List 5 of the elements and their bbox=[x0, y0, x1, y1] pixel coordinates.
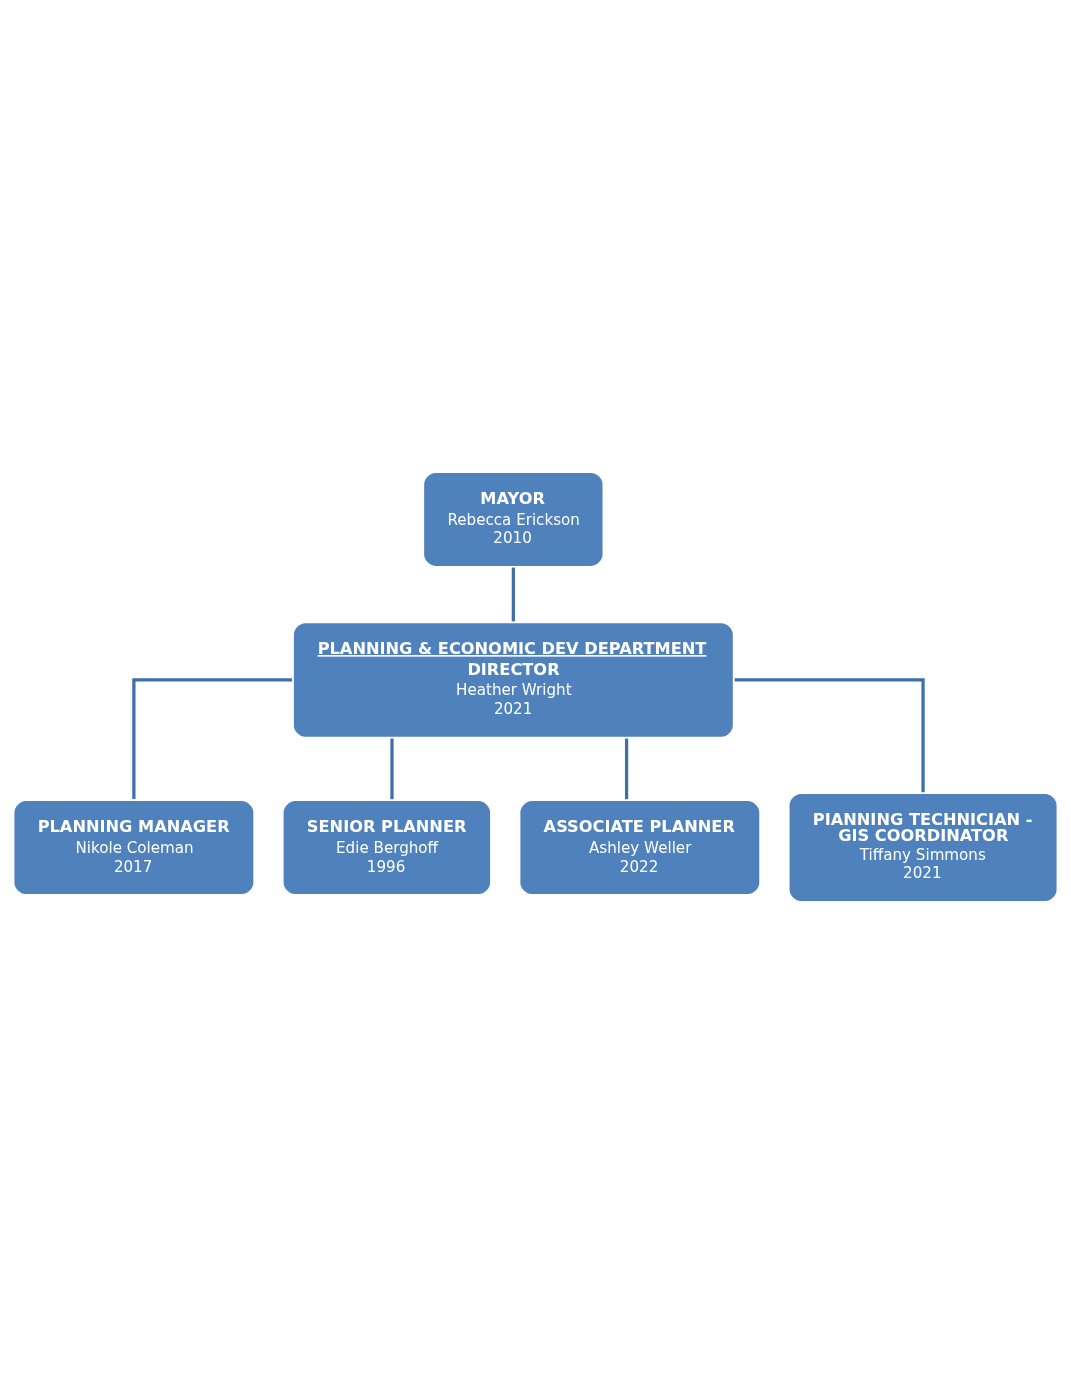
connector bbox=[734, 678, 925, 793]
connector bbox=[390, 738, 394, 800]
connector bbox=[132, 678, 293, 800]
connector bbox=[511, 567, 515, 622]
connector bbox=[624, 738, 629, 800]
